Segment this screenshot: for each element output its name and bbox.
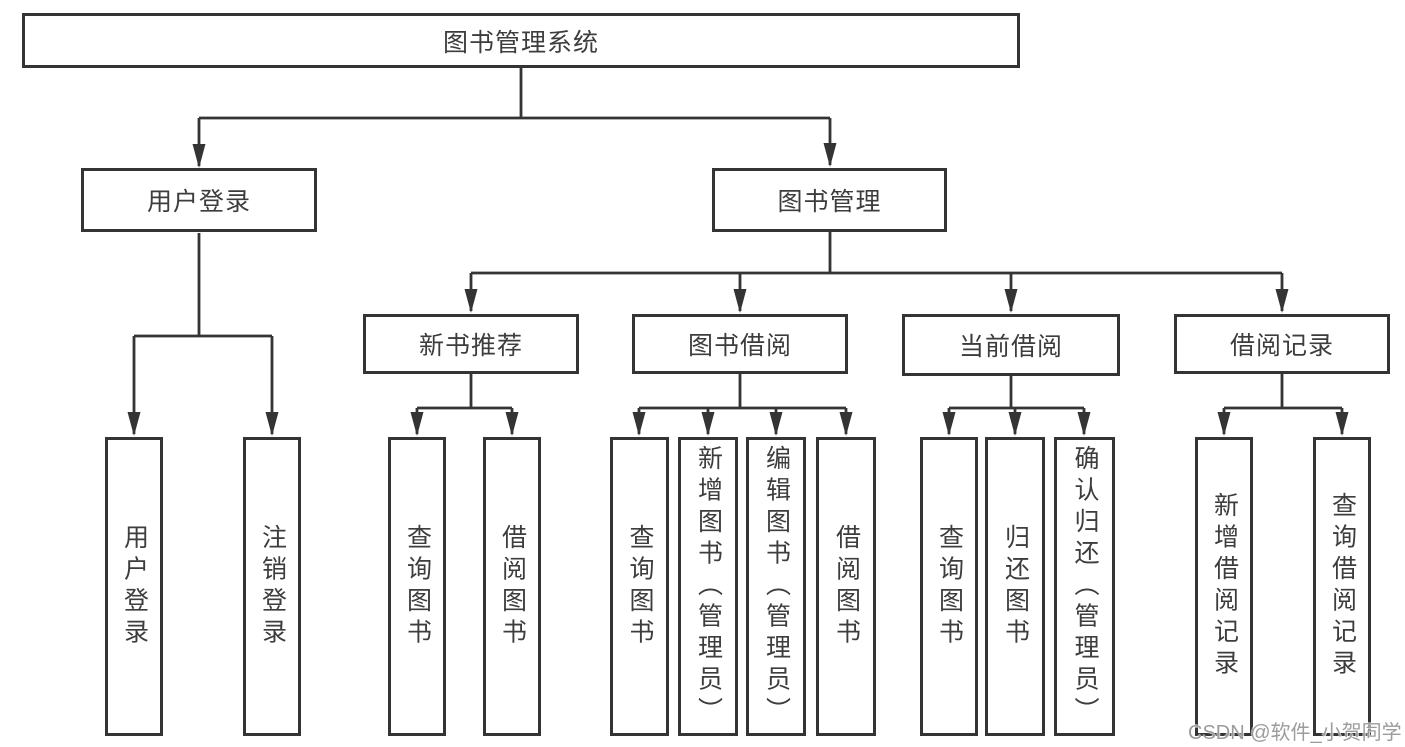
node-borrowing-records: 借阅记录 bbox=[1174, 314, 1390, 374]
leaf-label: 查询借阅记录 bbox=[1328, 492, 1357, 681]
node-label: 图书管理 bbox=[777, 188, 882, 216]
node-book-borrowing: 图书借阅 bbox=[632, 314, 848, 374]
leaf-add-book-admin: 新增图书（管理员） bbox=[678, 437, 738, 736]
leaf-label: 归还图书 bbox=[1001, 523, 1030, 650]
leaf-query-borrow-record: 查询借阅记录 bbox=[1313, 437, 1371, 736]
leaf-logout: 注销登录 bbox=[243, 437, 301, 736]
leaf-label: 借阅图书 bbox=[498, 523, 527, 650]
node-label: 借阅记录 bbox=[1229, 332, 1334, 360]
leaf-edit-book-admin: 编辑图书（管理员） bbox=[746, 437, 806, 736]
node-label: 图书借阅 bbox=[687, 332, 792, 360]
leaf-label: 借阅图书 bbox=[832, 523, 861, 650]
leaf-query-books: 查询图书 bbox=[920, 437, 978, 736]
node-label: 图书管理系统 bbox=[442, 28, 599, 57]
leaf-confirm-return-admin: 确认归还（管理员） bbox=[1054, 437, 1115, 736]
leaf-query-books: 查询图书 bbox=[610, 437, 669, 736]
node-book-management: 图书管理 bbox=[712, 168, 947, 232]
leaf-return-books: 归还图书 bbox=[985, 437, 1045, 736]
node-library-management-system: 图书管理系统 bbox=[22, 13, 1020, 68]
node-label: 用户登录 bbox=[146, 188, 251, 216]
leaf-label: 查询图书 bbox=[935, 523, 964, 650]
leaf-label: 编辑图书（管理员） bbox=[762, 444, 791, 729]
leaf-user-login: 用户登录 bbox=[105, 437, 163, 736]
node-current-borrowing: 当前借阅 bbox=[902, 314, 1120, 376]
leaf-label: 确认归还（管理员） bbox=[1071, 444, 1099, 729]
watermark: CSDN @软件_小贺同学 bbox=[1188, 722, 1402, 744]
leaf-label: 新增图书（管理员） bbox=[694, 444, 723, 729]
leaf-label: 查询图书 bbox=[626, 523, 654, 650]
leaf-query-books: 查询图书 bbox=[388, 437, 446, 736]
leaf-label: 新增借阅记录 bbox=[1210, 492, 1239, 681]
leaf-borrow-books: 借阅图书 bbox=[816, 437, 876, 736]
leaf-label: 用户登录 bbox=[120, 523, 149, 650]
node-new-book-recommendation: 新书推荐 bbox=[363, 314, 579, 374]
leaf-add-borrow-record: 新增借阅记录 bbox=[1195, 437, 1253, 736]
node-user-login: 用户登录 bbox=[81, 168, 317, 232]
leaf-label: 查询图书 bbox=[403, 523, 432, 650]
node-label: 新书推荐 bbox=[418, 332, 523, 360]
leaf-borrow-books: 借阅图书 bbox=[483, 437, 541, 736]
node-label: 当前借阅 bbox=[958, 333, 1063, 361]
leaf-label: 注销登录 bbox=[258, 523, 287, 650]
